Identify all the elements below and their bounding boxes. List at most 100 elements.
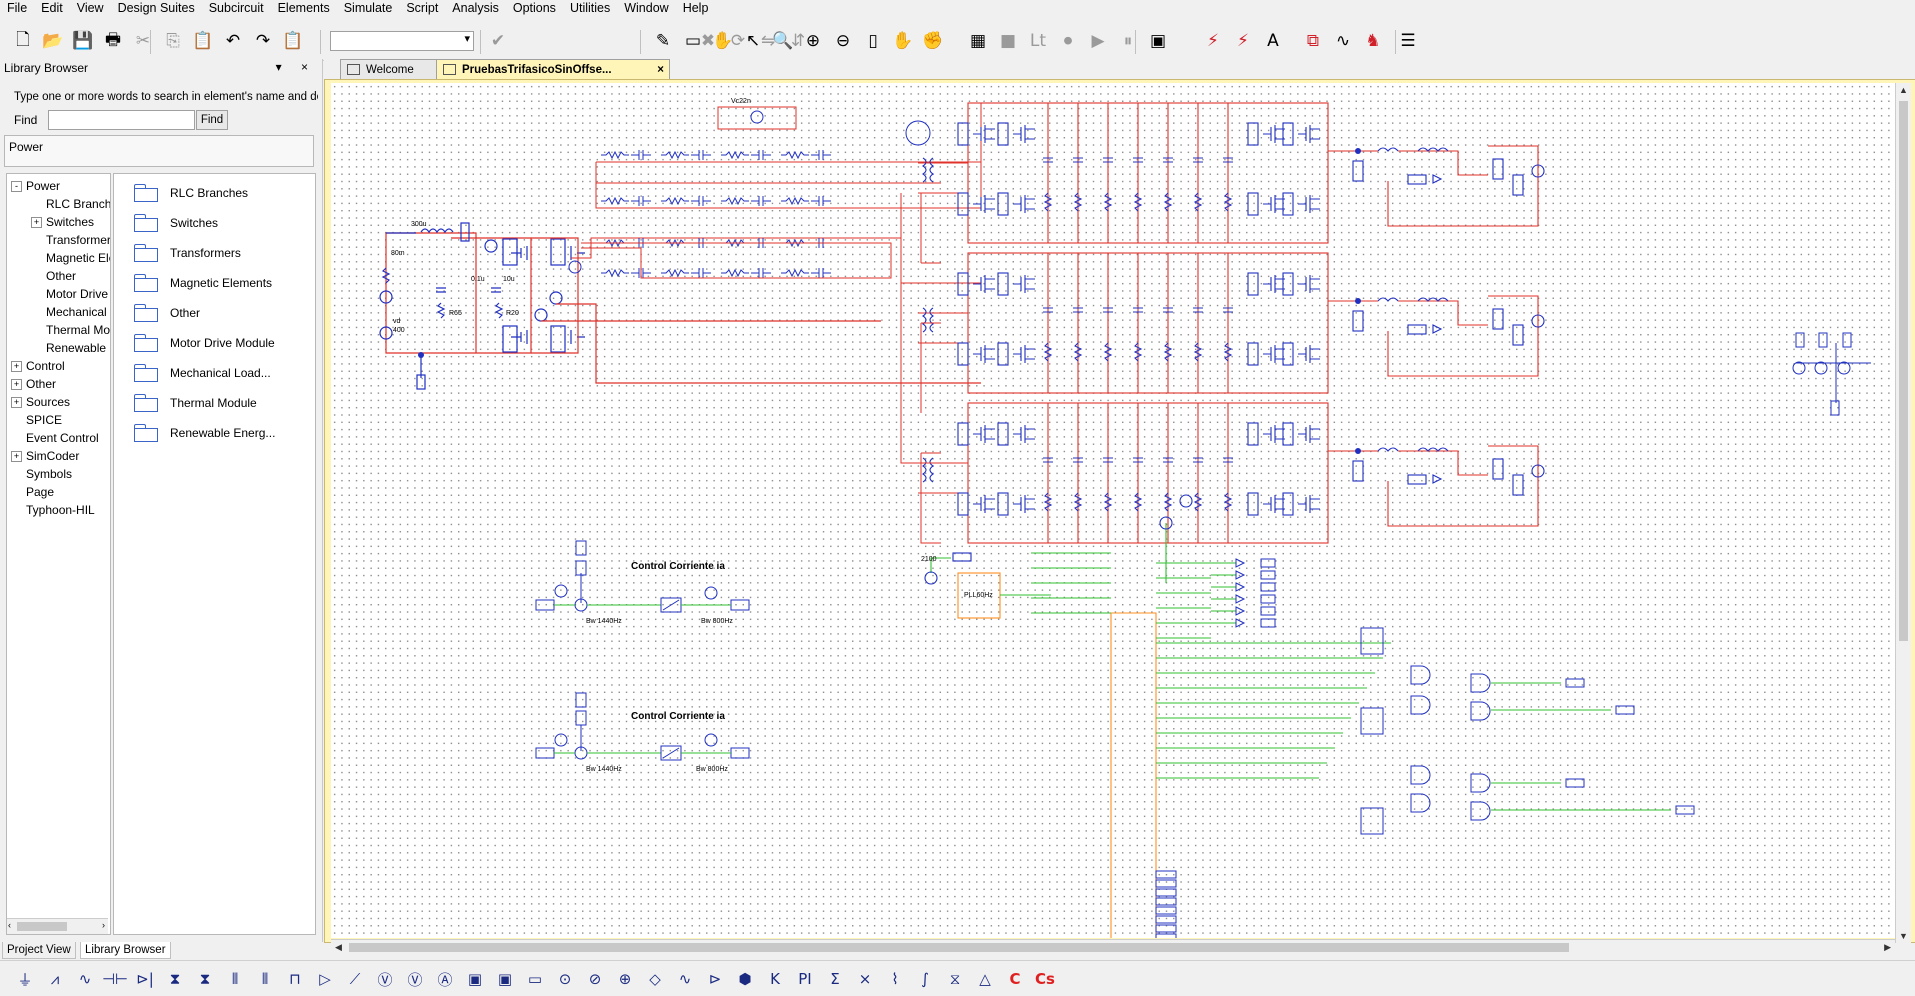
transformer-icon[interactable]: ⦀ bbox=[231, 970, 239, 988]
clipboard-icon[interactable]: 📋 bbox=[282, 31, 304, 51]
voltage-probe-icon[interactable]: ⚡ bbox=[1207, 31, 1219, 51]
menu-script[interactable]: Script bbox=[406, 1, 439, 15]
tree-item-power[interactable]: -Power bbox=[11, 178, 60, 194]
folder-item-7[interactable]: Thermal Module bbox=[134, 392, 257, 414]
schematic-drawing[interactable]: 300u 80m vd 400 0.1u 10u R65 R20 Vc22n bbox=[331, 83, 1910, 938]
menu-elements[interactable]: Elements bbox=[277, 1, 330, 15]
tree-item-symbols[interactable]: Symbols bbox=[11, 466, 72, 482]
label-icon[interactable]: ▭ bbox=[684, 31, 702, 51]
vertical-scrollbar[interactable]: ▲ ▼ bbox=[1895, 83, 1911, 943]
tree-item-sources[interactable]: +Sources bbox=[11, 394, 70, 410]
current-source-icon[interactable]: ⊙ bbox=[558, 970, 572, 988]
simcoder-c-icon[interactable]: C bbox=[1009, 970, 1021, 988]
new-file-icon[interactable]: 🗋 bbox=[16, 29, 30, 50]
scope-icon[interactable]: ▣ bbox=[467, 970, 483, 988]
pause-icon[interactable]: ⏸ bbox=[1123, 31, 1133, 51]
waveform-icon[interactable]: ∿ bbox=[1335, 31, 1351, 51]
voltmeter-icon[interactable]: Ⓥ bbox=[377, 970, 393, 989]
limiter-icon[interactable]: ⌇ bbox=[891, 970, 899, 988]
stop-square-icon[interactable]: ■ bbox=[999, 31, 1017, 51]
tree-item-transformers[interactable]: Transformers bbox=[31, 232, 110, 248]
resistor-block-icon[interactable]: ▭ bbox=[527, 970, 543, 988]
three-phase-transformer-icon[interactable]: ⦀ bbox=[261, 970, 269, 988]
toolbar-combo[interactable] bbox=[330, 31, 474, 51]
menu-analysis[interactable]: Analysis bbox=[452, 1, 499, 15]
horizontal-scroll-thumb[interactable] bbox=[349, 943, 1569, 952]
folder-item-5[interactable]: Motor Drive Module bbox=[134, 332, 275, 354]
close-icon[interactable]: × bbox=[657, 64, 664, 76]
zoom-out-icon[interactable]: ⊖ bbox=[835, 31, 851, 51]
tree-item-spice[interactable]: SPICE bbox=[11, 412, 62, 428]
menu-utilities[interactable]: Utilities bbox=[569, 1, 611, 15]
vertical-scroll-thumb[interactable] bbox=[1899, 101, 1908, 641]
folder-item-2[interactable]: Transformers bbox=[134, 242, 241, 264]
cancel-icon[interactable]: ✖ bbox=[700, 31, 716, 51]
tree-item-typhoon-hil[interactable]: Typhoon-HIL bbox=[11, 502, 95, 518]
pi-block-icon[interactable]: PI bbox=[798, 970, 812, 988]
flip-horizontal-icon[interactable]: ⇋ bbox=[760, 31, 776, 51]
pwm-icon[interactable]: ⊓ bbox=[289, 970, 301, 988]
tree-item-rlc-branches[interactable]: RLC Branches bbox=[31, 196, 110, 212]
resistor-icon[interactable]: ⩘ bbox=[50, 970, 60, 988]
tab-library-browser[interactable]: Library Browser bbox=[80, 942, 171, 959]
collapse-icon[interactable]: - bbox=[11, 181, 22, 193]
page-icon[interactable]: ▯ bbox=[868, 31, 878, 51]
print-icon[interactable]: 🖶 bbox=[104, 29, 122, 50]
cut-icon[interactable]: ✂ bbox=[135, 31, 151, 51]
text-icon[interactable]: A bbox=[1267, 31, 1279, 51]
sine-icon[interactable]: ∿ bbox=[678, 970, 692, 988]
tree-item-other[interactable]: +Other bbox=[11, 376, 56, 392]
panel-controls[interactable]: ▾ × bbox=[275, 60, 316, 74]
tree-item-switches[interactable]: +Switches bbox=[31, 214, 94, 230]
op-amp-icon[interactable]: ▷ bbox=[319, 970, 331, 988]
tree-item-other[interactable]: Other bbox=[31, 268, 76, 284]
horizontal-scrollbar[interactable]: ◀ ▶ bbox=[331, 939, 1895, 955]
undo-icon[interactable]: ↶ bbox=[225, 31, 241, 51]
tree-item-magnetic-elements[interactable]: Magnetic Elements bbox=[31, 250, 110, 266]
find-button[interactable]: Find bbox=[196, 110, 228, 130]
expand-icon[interactable]: + bbox=[11, 379, 22, 391]
motor-icon[interactable]: ⬢ bbox=[738, 970, 752, 988]
bull-icon[interactable]: ♞ bbox=[1365, 31, 1381, 51]
hand-pan-icon[interactable]: ✋ bbox=[892, 31, 914, 51]
menu-edit[interactable]: Edit bbox=[41, 1, 63, 15]
menu-simulate[interactable]: Simulate bbox=[343, 1, 393, 15]
summer-icon[interactable]: Σ bbox=[830, 970, 840, 988]
folder-item-6[interactable]: Mechanical Load... bbox=[134, 362, 271, 384]
grab-icon[interactable]: ✊ bbox=[922, 31, 944, 51]
ammeter-icon[interactable]: Ⓐ bbox=[437, 970, 453, 989]
folder-item-1[interactable]: Switches bbox=[134, 212, 218, 234]
tree-item-renewable-energy[interactable]: Renewable Energy bbox=[31, 340, 110, 356]
rlc-icon[interactable]: ⧗ bbox=[169, 970, 181, 988]
expand-icon[interactable]: + bbox=[31, 217, 42, 229]
controlled-source-icon[interactable]: ◇ bbox=[649, 970, 661, 988]
folder-item-0[interactable]: RLC Branches bbox=[134, 182, 248, 204]
tab-project-view[interactable]: Project View bbox=[2, 942, 76, 959]
ac-source-icon[interactable]: ⊘ bbox=[588, 970, 602, 988]
gate-icon[interactable]: △ bbox=[979, 970, 991, 988]
menu-options[interactable]: Options bbox=[512, 1, 556, 15]
menu-help[interactable]: Help bbox=[682, 1, 709, 15]
menu-design-suites[interactable]: Design Suites bbox=[117, 1, 195, 15]
display-icon[interactable]: ▣ bbox=[497, 970, 513, 988]
tree-item-mechanical-loads[interactable]: Mechanical Loads bbox=[31, 304, 110, 320]
current-probe-icon[interactable]: ⚡ bbox=[1237, 31, 1249, 51]
folder-item-8[interactable]: Renewable Energ... bbox=[134, 422, 275, 444]
menu-file[interactable]: File bbox=[7, 1, 28, 15]
probe-icon[interactable]: ▦ bbox=[969, 31, 987, 51]
delay-icon[interactable]: ⧖ bbox=[949, 970, 961, 988]
switch-icon[interactable]: ⟋ bbox=[349, 970, 361, 988]
schematic-canvas[interactable]: 300u 80m vd 400 0.1u 10u R65 R20 Vc22n bbox=[331, 83, 1910, 938]
copy-icon[interactable]: ⎘ bbox=[166, 31, 180, 51]
inductor-icon[interactable]: ∿ bbox=[78, 970, 92, 988]
view-list-icon[interactable]: ☰ bbox=[1400, 31, 1416, 51]
select-arrow-icon[interactable]: ↖ bbox=[745, 31, 761, 51]
capacitor-icon[interactable]: ⊣⊢ bbox=[101, 970, 129, 988]
tree-item-motor-drive-module[interactable]: Motor Drive Module bbox=[31, 286, 110, 302]
expand-icon[interactable]: + bbox=[11, 451, 22, 463]
flip-vertical-icon[interactable]: ⇵ bbox=[790, 31, 806, 51]
zoom-in-icon[interactable]: ⊕ bbox=[805, 31, 821, 51]
menu-subcircuit[interactable]: Subcircuit bbox=[208, 1, 264, 15]
find-input[interactable] bbox=[48, 110, 195, 130]
tree-item-simcoder[interactable]: +SimCoder bbox=[11, 448, 79, 464]
